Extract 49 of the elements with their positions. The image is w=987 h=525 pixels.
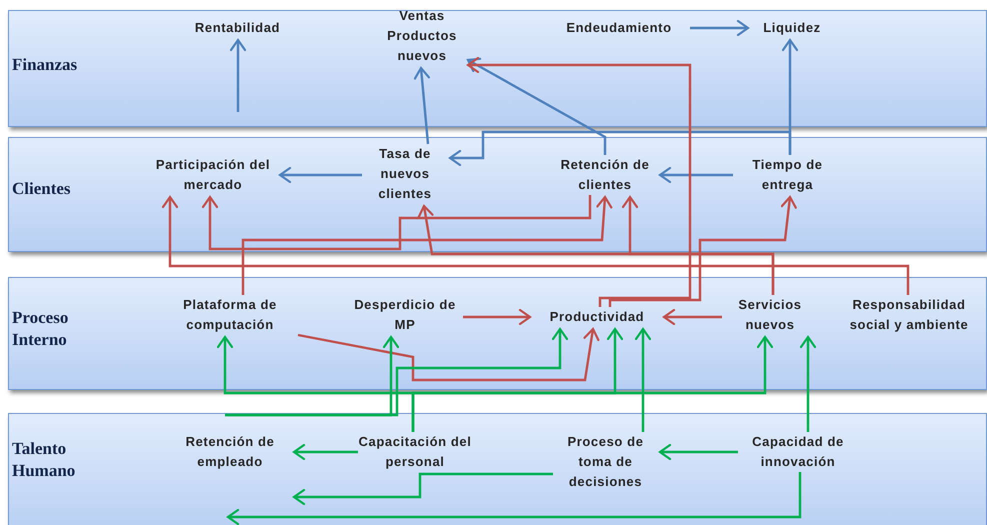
- objective-label: Tasa de nuevos clientes: [362, 144, 448, 204]
- objective-label: Endeudamiento: [548, 18, 690, 38]
- perspective-band: [8, 277, 987, 390]
- arrow: [292, 444, 358, 460]
- arrow: [658, 444, 738, 460]
- objective-label: Capacitación del personal: [358, 432, 472, 472]
- objective-label: Desperdicio de MP: [347, 295, 463, 335]
- objective-label: Rentabilidad: [180, 18, 295, 38]
- objective-label: Retención de clientes: [552, 155, 658, 195]
- arrow: [202, 195, 592, 250]
- perspective-title: Finanzas: [12, 54, 78, 76]
- objective-label: Proceso de toma de decisiones: [553, 432, 658, 492]
- objective-label: Plataforma de computación: [162, 295, 298, 335]
- arrow: [448, 130, 792, 166]
- perspective-band: [8, 413, 987, 525]
- perspective-band: [8, 137, 987, 252]
- arrow: [463, 308, 532, 326]
- arrow: [230, 38, 246, 112]
- arrow: [418, 204, 774, 295]
- objective-label: Liquidez: [750, 18, 834, 38]
- perspective-title: Talento Humano: [12, 438, 76, 482]
- arrow: [278, 166, 362, 184]
- objective-label: Ventas Productos nuevos: [378, 5, 466, 66]
- arrow: [412, 336, 774, 432]
- perspective-title: Clientes: [12, 178, 72, 200]
- objective-label: Productividad: [532, 307, 662, 327]
- arrow: [242, 196, 612, 295]
- arrow: [662, 308, 722, 326]
- perspective-title: Proceso Interno: [12, 307, 70, 351]
- objective-label: Participación del mercado: [148, 155, 278, 195]
- arrow: [162, 196, 910, 295]
- perspective-band: [8, 10, 987, 127]
- arrow: [466, 56, 692, 307]
- arrow: [226, 472, 802, 525]
- arrow: [298, 328, 600, 382]
- arrow: [658, 166, 733, 184]
- objective-label: Tiempo de entrega: [733, 155, 842, 195]
- objective-label: Servicios nuevos: [722, 295, 818, 335]
- arrow: [608, 196, 797, 307]
- objective-label: Responsabilidad social y ambiente: [832, 295, 986, 335]
- arrow: [800, 336, 816, 432]
- arrow: [225, 328, 568, 416]
- arrow: [634, 328, 652, 432]
- arrow: [292, 472, 553, 506]
- objective-label: Retención de empleado: [168, 432, 292, 500]
- arrow: [690, 20, 750, 36]
- arrow: [414, 66, 430, 144]
- objective-label: Capacidad de innovación: [738, 432, 858, 472]
- arrow: [466, 58, 606, 155]
